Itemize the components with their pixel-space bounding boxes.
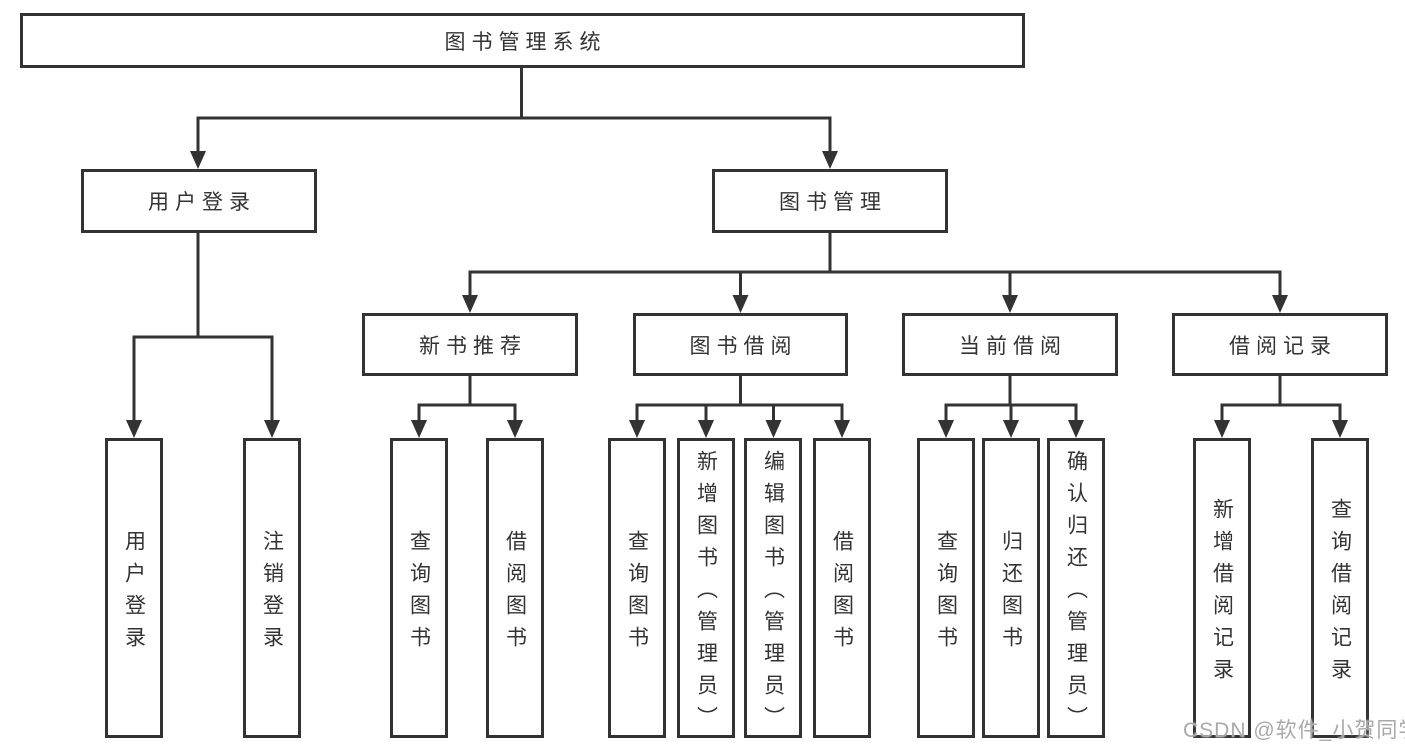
node-borrowing-records-label: 借阅记录 [1229, 334, 1337, 358]
node-new-book-recommend: 新书推荐 [362, 313, 578, 376]
leaf-user-login-label: 用户登录 [122, 529, 146, 658]
leaf-logout: 注销登录 [243, 438, 301, 738]
node-book-management-label: 图书管理 [779, 191, 887, 214]
leaf-borrowing-add-books-admin: 新增图书（管理员） [677, 438, 735, 738]
leaf-borrowing-query-books-label: 查询图书 [625, 529, 649, 658]
leaf-user-login: 用户登录 [105, 438, 163, 738]
node-book-management: 图书管理 [712, 169, 948, 233]
leaf-current-query-books: 查询图书 [917, 438, 975, 738]
node-book-borrowing: 图书借阅 [633, 313, 848, 376]
leaf-records-query-record-label: 查询借阅记录 [1328, 497, 1352, 690]
node-root-system: 图书管理系统 [20, 13, 1025, 68]
leaf-current-return-books: 归还图书 [982, 438, 1040, 738]
leaf-current-query-books-label: 查询图书 [934, 529, 958, 658]
leaf-logout-label: 注销登录 [260, 529, 284, 658]
leaf-newbook-borrow-books-label: 借阅图书 [503, 529, 527, 658]
csdn-watermark: CSDN @软件_小贺同学 [1183, 719, 1405, 742]
node-user-login-label: 用户登录 [148, 191, 256, 214]
leaf-borrowing-edit-books-admin: 编辑图书（管理员） [744, 438, 802, 738]
leaf-borrowing-query-books: 查询图书 [608, 438, 666, 738]
leaf-borrowing-borrow-books: 借阅图书 [813, 438, 871, 738]
node-user-login: 用户登录 [81, 169, 317, 233]
tree-edges [132, 68, 1342, 434]
leaf-borrowing-edit-books-admin-label: 编辑图书（管理员） [761, 449, 785, 738]
node-current-borrowing: 当前借阅 [902, 313, 1118, 376]
node-root-system-label: 图书管理系统 [444, 30, 607, 54]
leaf-borrowing-add-books-admin-label: 新增图书（管理员） [694, 449, 718, 738]
node-book-borrowing-label: 图书借阅 [689, 334, 798, 358]
leaf-current-confirm-return-admin: 确认归还（管理员） [1047, 438, 1105, 738]
leaf-newbook-borrow-books: 借阅图书 [486, 438, 544, 738]
leaf-newbook-query-books: 查询图书 [390, 438, 448, 738]
node-current-borrowing-label: 当前借阅 [959, 334, 1067, 358]
leaf-borrowing-borrow-books-label: 借阅图书 [830, 529, 854, 658]
leaf-newbook-query-books-label: 查询图书 [407, 529, 431, 658]
leaf-records-add-record-label: 新增借阅记录 [1210, 497, 1234, 690]
node-borrowing-records: 借阅记录 [1172, 313, 1388, 376]
node-new-book-recommend-label: 新书推荐 [419, 334, 527, 358]
leaf-current-confirm-return-admin-label: 确认归还（管理员） [1064, 449, 1088, 738]
leaf-records-query-record: 查询借阅记录 [1311, 438, 1369, 738]
leaf-current-return-books-label: 归还图书 [999, 529, 1023, 658]
leaf-records-add-record: 新增借阅记录 [1193, 438, 1251, 738]
